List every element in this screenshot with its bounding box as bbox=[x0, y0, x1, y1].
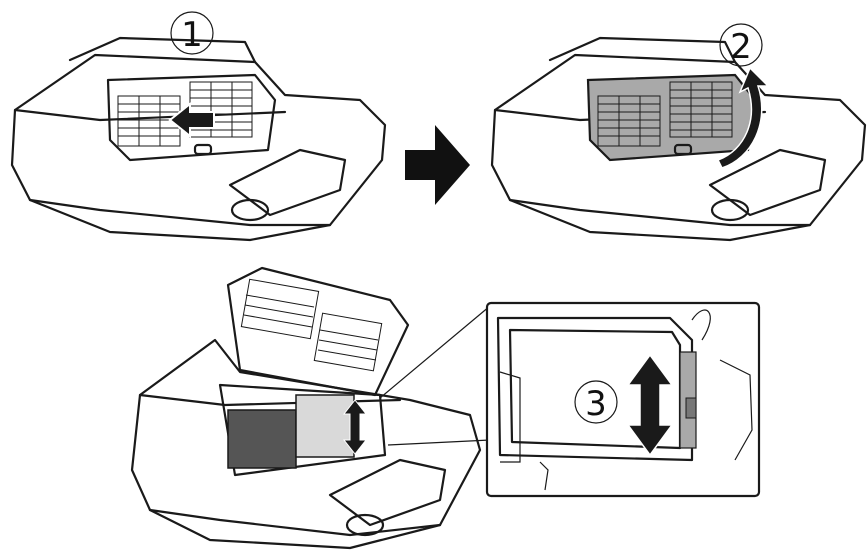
next-step-arrow-icon bbox=[405, 125, 470, 205]
lift-up-curved-arrow-icon bbox=[716, 66, 770, 169]
cover2-vent-left bbox=[597, 95, 661, 147]
step-1-circle bbox=[170, 11, 214, 55]
filter-double-arrow-small-icon bbox=[342, 399, 368, 455]
step-2-circle bbox=[719, 23, 763, 67]
step-2-number: 2 bbox=[730, 27, 752, 67]
panel-2-projector: 2 bbox=[490, 23, 867, 242]
cover2-vent-right bbox=[669, 81, 733, 138]
zoom-inset: 3 bbox=[485, 301, 761, 498]
slide-left-arrow-icon bbox=[168, 101, 215, 139]
step-1-number: 1 bbox=[181, 15, 203, 55]
panel-3-projector-open bbox=[130, 266, 491, 550]
step-3-circle bbox=[574, 380, 618, 424]
opened-cover-vents bbox=[240, 278, 383, 372]
air-filter-mesh bbox=[295, 394, 355, 458]
air-filter bbox=[227, 409, 297, 469]
opened-cover bbox=[226, 266, 410, 397]
filter-cover bbox=[106, 73, 277, 162]
filter-cover-highlighted bbox=[586, 73, 757, 162]
step-3-number: 3 bbox=[585, 384, 607, 424]
panel-1-projector: 1 bbox=[10, 11, 387, 242]
filter-double-arrow-large-icon bbox=[626, 353, 674, 457]
